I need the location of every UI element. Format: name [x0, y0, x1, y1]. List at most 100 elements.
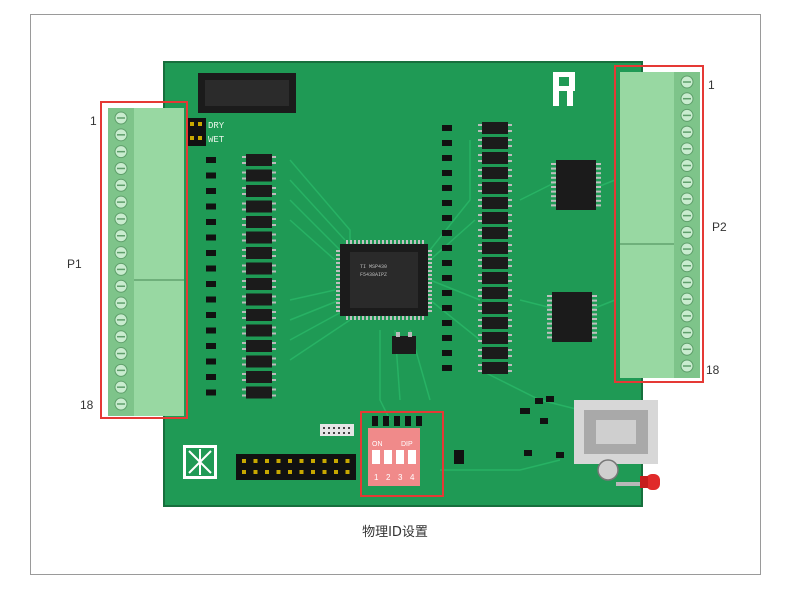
terminal-screw-icon: [114, 363, 128, 377]
optocoupler-chip: [442, 122, 512, 134]
optocoupler-chip: [442, 182, 512, 194]
terminal-screw-icon: [114, 111, 128, 125]
optocoupler-chip: [442, 167, 512, 179]
p2-bottom-pin-label: 18: [706, 363, 720, 377]
p2-top-pin-label: 1: [708, 78, 715, 92]
dip-on-label: ON: [372, 441, 383, 448]
terminal-screw-icon: [680, 275, 694, 289]
optocoupler-chip: [442, 272, 512, 284]
optocoupler-chip: [206, 216, 276, 228]
dip-switch-icon: ON DIP 1 2 3 4: [368, 428, 420, 486]
optocoupler-chip: [442, 332, 512, 344]
optocoupler-chip: [442, 257, 512, 269]
driver-chip-bottom: [547, 292, 597, 342]
highlight-dip: [360, 411, 444, 497]
company-logo-icon: [183, 445, 217, 479]
terminal-screw-icon: [680, 242, 694, 256]
optocoupler-chip: [206, 309, 276, 321]
optocoupler-chip: [206, 154, 276, 166]
usb-b-port-icon: [574, 400, 658, 464]
highlight-p1: [100, 101, 188, 419]
optocoupler-chip: [206, 355, 276, 368]
optocoupler-chip: [206, 278, 276, 290]
terminal-screw-icon: [680, 125, 694, 139]
p1-label: P1: [67, 257, 82, 271]
optocoupler-chip: [442, 287, 512, 299]
optocoupler-chip: [442, 242, 512, 254]
silk-dry: DRY: [208, 121, 225, 131]
jumper-block: [186, 118, 206, 146]
terminal-screw-icon: [114, 397, 128, 411]
terminal-screw-icon: [680, 92, 694, 106]
highlight-p2: [614, 65, 704, 383]
small-header: [320, 424, 354, 436]
terminal-screw-icon: [680, 292, 694, 306]
svg-text:TI MSP430: TI MSP430: [360, 264, 387, 270]
terminal-screw-icon: [680, 225, 694, 239]
p2-label: P2: [712, 220, 727, 234]
led-icon: [616, 474, 660, 490]
p1-top-pin-label: 1: [90, 114, 97, 128]
driver-chip-top: [551, 160, 601, 210]
optocoupler-chip: [206, 340, 276, 352]
terminal-screw-icon: [114, 145, 128, 159]
terminal-screw-icon: [680, 159, 694, 173]
optocoupler-chip: [206, 371, 276, 383]
dip-label: DIP: [401, 441, 413, 448]
optocoupler-chip: [442, 197, 512, 209]
p1-bottom-pin-label: 18: [80, 398, 94, 412]
optocoupler-chip: [442, 302, 512, 314]
terminal-screw-icon: [114, 178, 128, 192]
logo-icon: [553, 72, 575, 106]
optocoupler-chip: [206, 185, 276, 197]
dip-number-4: 4: [410, 473, 415, 482]
optocoupler-chip: [442, 317, 512, 329]
optocoupler-array-left: [206, 154, 276, 399]
terminal-screw-icon: [680, 108, 694, 122]
pin-header: [236, 454, 356, 480]
caption: 物理ID设置: [362, 525, 428, 540]
optocoupler-chip: [442, 212, 512, 224]
terminal-screw-icon: [114, 229, 128, 243]
optocoupler-chip: [442, 152, 512, 164]
silk-wet: WET: [208, 135, 225, 145]
terminal-screw-icon: [680, 309, 694, 323]
terminal-screw-icon: [114, 128, 128, 142]
optocoupler-chip: [442, 347, 512, 359]
terminal-screw-icon: [680, 359, 694, 373]
optocoupler-chip: [206, 169, 276, 182]
terminal-screw-icon: [680, 259, 694, 273]
terminal-screw-icon: [114, 279, 128, 293]
optocoupler-chip: [442, 227, 512, 239]
terminal-screw-icon: [114, 296, 128, 310]
terminal-screw-icon: [114, 262, 128, 276]
mcu-chip-icon: TI MSP430 F5438AIPZ: [336, 240, 432, 320]
terminal-screw-icon: [114, 313, 128, 327]
terminal-block-p1: [108, 108, 184, 416]
optocoupler-chip: [442, 362, 512, 374]
terminal-screw-icon: [114, 195, 128, 209]
dip-number-1: 1: [374, 473, 379, 482]
optocoupler-chip: [206, 324, 276, 337]
optocoupler-chip: [442, 137, 512, 149]
terminal-screw-icon: [114, 246, 128, 260]
optocoupler-chip: [206, 262, 276, 275]
terminal-screw-icon: [680, 209, 694, 223]
terminal-screw-icon: [680, 75, 694, 89]
svg-text:F5438AIPZ: F5438AIPZ: [360, 272, 387, 278]
optocoupler-array-right: [442, 122, 512, 374]
dip-number-3: 3: [398, 473, 403, 482]
optocoupler-chip: [206, 231, 276, 244]
terminal-screw-icon: [680, 142, 694, 156]
dip-number-2: 2: [386, 473, 391, 482]
terminal-screw-icon: [680, 192, 694, 206]
terminal-screw-icon: [114, 347, 128, 361]
crystal-component: [597, 459, 619, 481]
terminal-block-p2: [620, 72, 700, 378]
terminal-screw-icon: [114, 212, 128, 226]
regulator-chip: [392, 336, 416, 354]
optocoupler-chip: [206, 247, 276, 259]
optocoupler-chip: [206, 293, 276, 306]
terminal-screw-icon: [114, 330, 128, 344]
